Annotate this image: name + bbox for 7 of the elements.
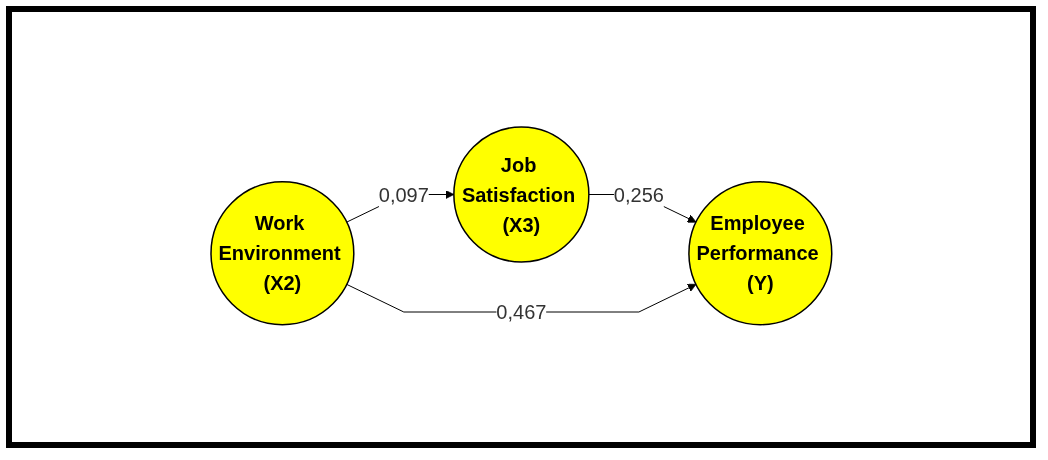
node-circle — [209, 181, 355, 326]
diagram-frame: 0,097 0,256 0,467 Work Environment (X2) Job Satisfaction (X3) Employee Performance (Y) — [6, 6, 1036, 448]
edge-label: 0,256 — [613, 183, 664, 206]
node-circle — [452, 126, 590, 263]
node-circle — [687, 181, 833, 326]
edge-label: 0,467 — [495, 301, 547, 323]
edge-label: 0,097 — [378, 183, 429, 206]
